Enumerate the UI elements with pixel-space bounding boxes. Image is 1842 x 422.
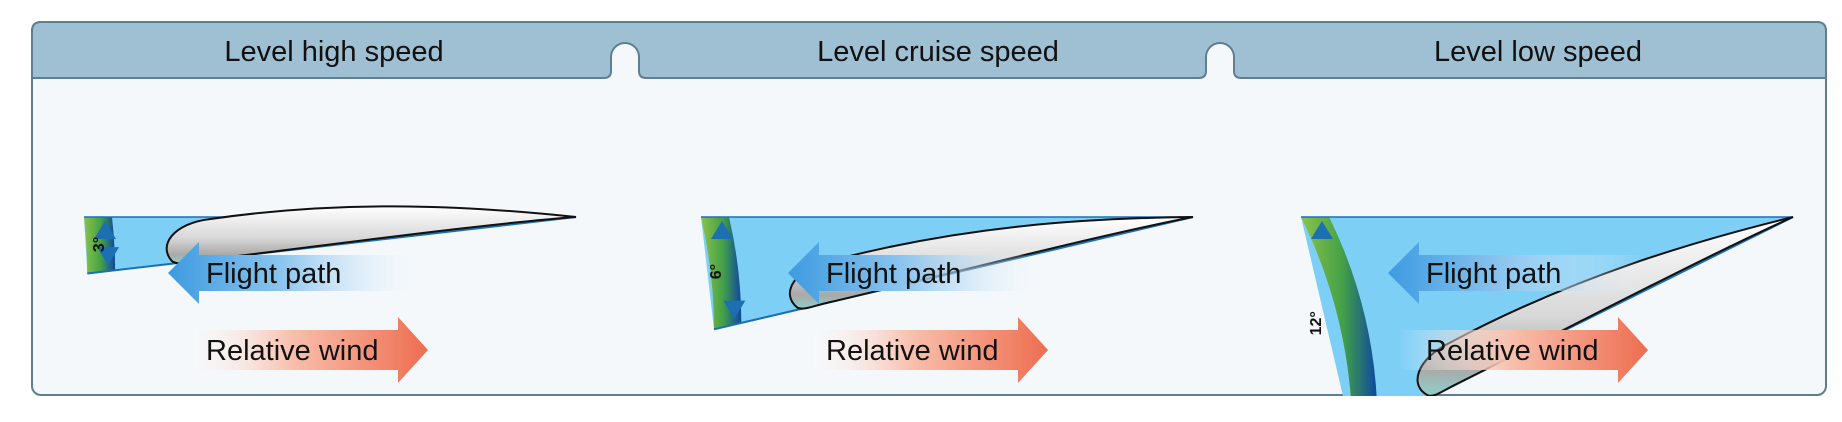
- relative-wind-arrow: [178, 317, 428, 383]
- angle-arc: [1301, 217, 1377, 396]
- header-band: [31, 21, 1827, 79]
- marker-arrow-bottom: [711, 221, 733, 239]
- marker-arrow-bottom: [94, 221, 116, 239]
- relative-wind-label: Relative wind: [206, 335, 378, 367]
- relative-wind-arrow: [798, 317, 1048, 383]
- panel-title: Level cruise speed: [817, 36, 1059, 68]
- panel-level-low-speed: Level low speed 12° Flight path Relative…: [1301, 36, 1794, 396]
- panel-title: Level high speed: [224, 36, 443, 68]
- panel-level-cruise-speed: Level cruise speed 6° Flight path Relati…: [701, 36, 1194, 383]
- relative-wind-arrow: [1398, 317, 1648, 383]
- marker-arrow-top: [723, 300, 746, 319]
- angle-label: 6°: [708, 264, 725, 279]
- marker-arrow-bottom: [1311, 221, 1333, 239]
- panel-level-high-speed: Level high speed 3° Flight path Relative…: [84, 36, 577, 383]
- flight-path-label: Flight path: [826, 258, 961, 290]
- flight-path-label: Flight path: [1426, 258, 1561, 290]
- flight-path-label: Flight path: [206, 258, 341, 290]
- angle-label: 12°: [1308, 311, 1325, 335]
- panel-title: Level low speed: [1434, 36, 1642, 68]
- angle-label: 3°: [91, 237, 108, 252]
- marker-arrow-top: [97, 247, 120, 266]
- flight-path-arrow: [1388, 242, 1644, 304]
- flight-path-arrow: [788, 242, 1044, 304]
- relative-wind-label: Relative wind: [826, 335, 998, 367]
- flight-path-arrow: [168, 242, 424, 304]
- angle-of-attack-diagram: Level high speed 3° Flight path Relative…: [31, 21, 1827, 396]
- relative-wind-label: Relative wind: [1426, 335, 1598, 367]
- diagram-frame: Level high speed 3° Flight path Relative…: [31, 21, 1827, 396]
